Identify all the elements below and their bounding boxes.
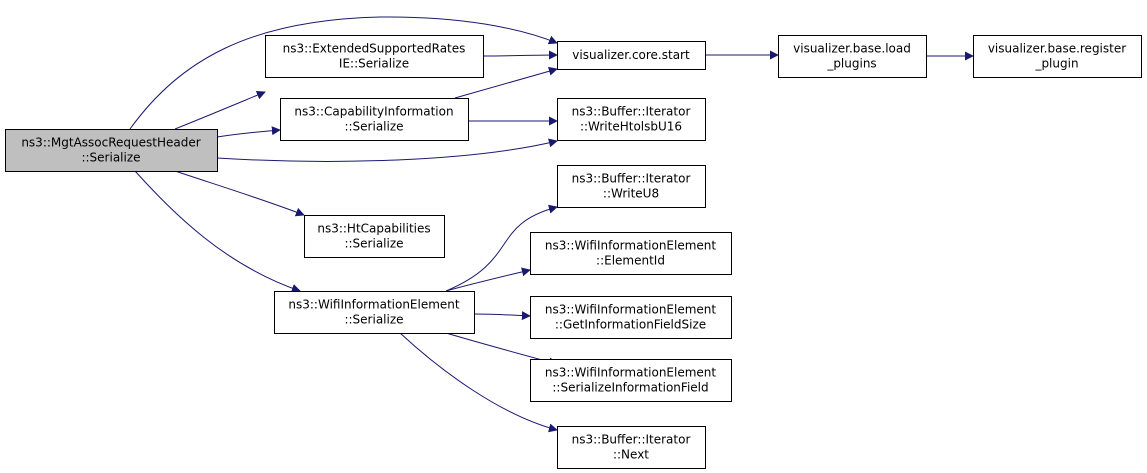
edge-wifiser-to-writeu8 <box>445 204 558 292</box>
node-label-line: ns3::WifiInformationElement <box>288 298 460 312</box>
node-label-line: _plugin <box>1034 57 1078 71</box>
node-box <box>557 426 706 469</box>
node-label-line: ns3::ExtendedSupportedRates <box>283 42 466 56</box>
node-box <box>530 359 732 402</box>
node-label-line: IE::Serialize <box>339 57 409 71</box>
node-label-line: ::GetInformationFieldSize <box>555 318 706 332</box>
node-box <box>530 232 732 275</box>
node-getinfo[interactable]: ns3::WifiInformationElement::GetInformat… <box>530 296 732 339</box>
edge-capinfo-to-vcstart <box>454 66 558 99</box>
node-elemid[interactable]: ns3::WifiInformationElement::ElementId <box>530 232 732 275</box>
node-label-line: ::WriteHtolsbU16 <box>580 120 682 134</box>
node-label-line: ns3::CapabilityInformation <box>294 105 453 119</box>
node-box <box>557 165 706 208</box>
node-label-line: ns3::HtCapabilities <box>317 222 430 236</box>
edge-root-to-capinfo <box>216 126 281 138</box>
node-box <box>778 35 927 78</box>
node-label-line: ::Serialize <box>344 313 403 327</box>
node-box <box>973 35 1142 78</box>
node-label-line: ns3::WifiInformationElement <box>545 366 717 380</box>
nodes-layer: ns3::MgtAssocRequestHeader::Serializens3… <box>5 35 1142 469</box>
node-label-line: ns3::Buffer::Iterator <box>572 172 691 186</box>
node-box <box>530 296 732 339</box>
node-label-line: ::Serialize <box>81 151 140 165</box>
node-box <box>557 41 706 70</box>
node-writeu8[interactable]: ns3::Buffer::Iterator::WriteU8 <box>557 165 706 208</box>
node-label-line: _plugins <box>826 57 876 71</box>
node-box <box>280 98 469 141</box>
node-box <box>304 215 445 258</box>
node-box <box>274 291 475 334</box>
edge-wifiser-to-next <box>399 332 558 433</box>
node-writehtol[interactable]: ns3::Buffer::Iterator::WriteHtolsbU16 <box>557 98 706 141</box>
node-box <box>5 129 218 172</box>
node-regplug[interactable]: visualizer.base.register_plugin <box>973 35 1142 78</box>
node-label-line: visualizer.core.start <box>572 48 690 62</box>
edge-root-to-vcstart <box>129 16 558 130</box>
node-vcstart[interactable]: visualizer.core.start <box>557 41 706 70</box>
node-label-line: ::Serialize <box>344 120 403 134</box>
node-label-line: ::ElementId <box>596 254 665 268</box>
node-loadplug[interactable]: visualizer.base.load_plugins <box>778 35 927 78</box>
node-label-line: ::Next <box>613 448 649 462</box>
edge-root-to-htcap <box>174 170 305 217</box>
node-wifiser[interactable]: ns3::WifiInformationElement::Serialize <box>274 291 475 334</box>
node-label-line: ns3::Buffer::Iterator <box>572 433 691 447</box>
node-box <box>557 98 706 141</box>
node-label-line: ns3::WifiInformationElement <box>545 303 717 317</box>
node-box <box>265 35 484 78</box>
node-label-line: visualizer.base.register <box>988 42 1126 56</box>
node-label-line: visualizer.base.load <box>793 42 911 56</box>
node-serinfo[interactable]: ns3::WifiInformationElement::SerializeIn… <box>530 359 732 402</box>
edge-wifiser-to-getinfo <box>473 311 531 321</box>
node-label-line: ::SerializeInformationField <box>552 381 708 395</box>
edges-layer <box>129 16 974 433</box>
node-label-line: ns3::WifiInformationElement <box>545 239 717 253</box>
node-label-line: ::WriteU8 <box>603 187 659 201</box>
node-root[interactable]: ns3::MgtAssocRequestHeader::Serialize <box>5 129 218 172</box>
node-label-line: ns3::Buffer::Iterator <box>572 105 691 119</box>
edge-extsup-to-vcstart <box>482 50 558 60</box>
edge-wifiser-to-elemid <box>445 267 531 292</box>
node-htcap[interactable]: ns3::HtCapabilities::Serialize <box>304 215 445 258</box>
edge-root-to-wifiser <box>134 170 301 293</box>
node-label-line: ::Serialize <box>344 237 403 251</box>
node-next[interactable]: ns3::Buffer::Iterator::Next <box>557 426 706 469</box>
node-label-line: ns3::MgtAssocRequestHeader <box>21 136 200 150</box>
node-capinfo[interactable]: ns3::CapabilityInformation::Serialize <box>280 98 469 141</box>
edge-root-to-extsup <box>174 90 266 130</box>
edge-root-to-writehtol <box>216 138 558 162</box>
